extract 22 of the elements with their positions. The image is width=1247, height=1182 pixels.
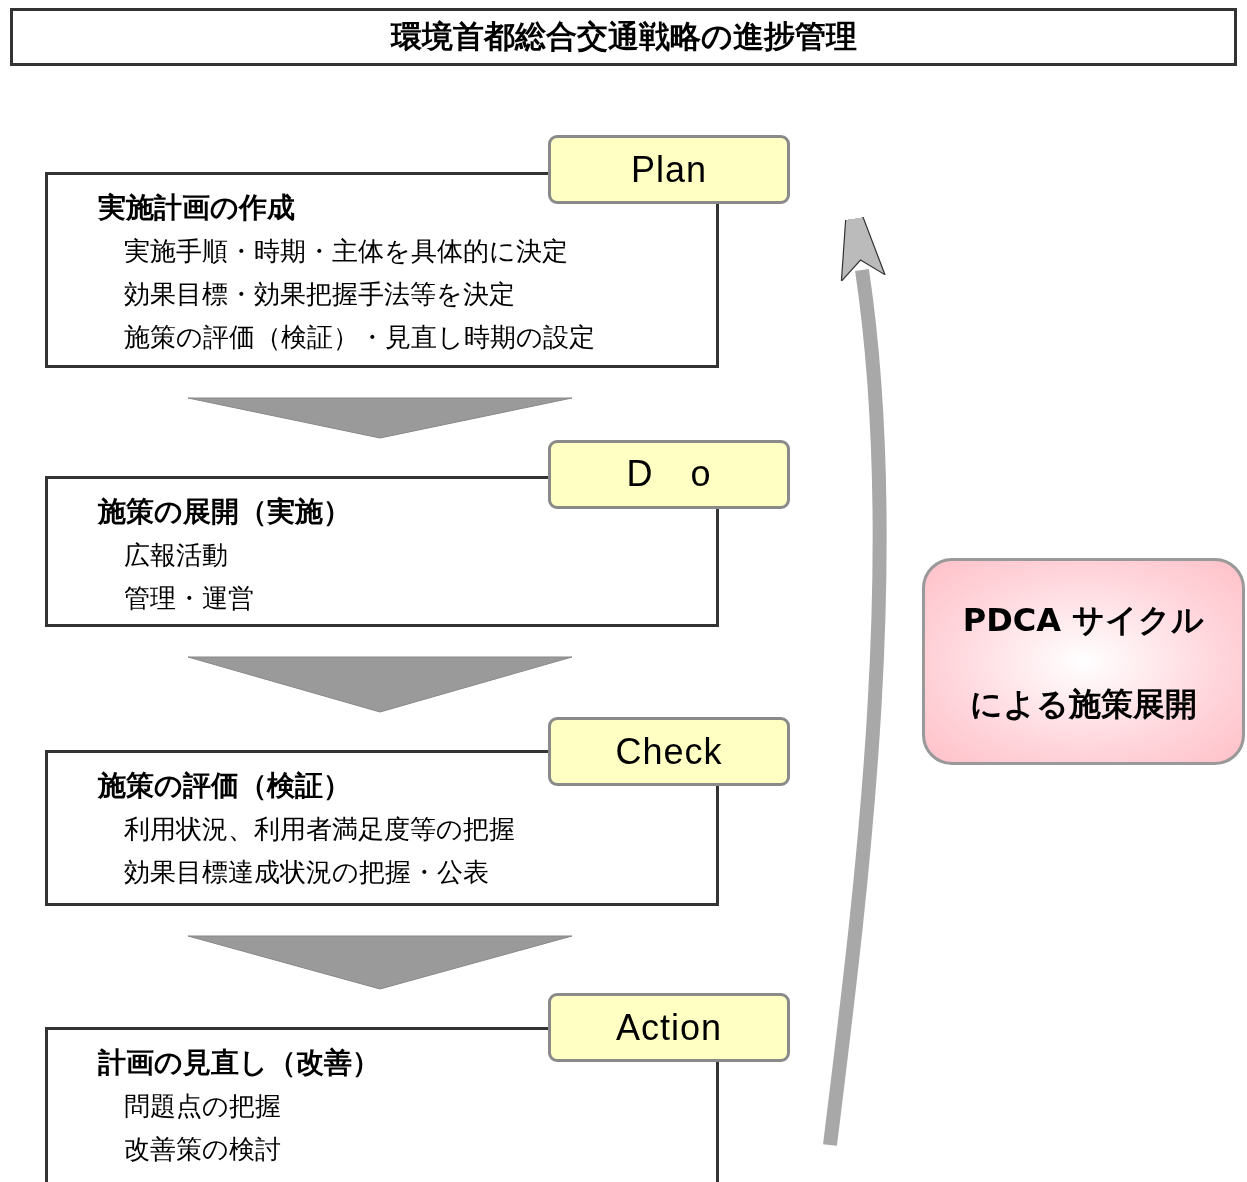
step-item: 広報活動: [124, 539, 228, 572]
step-item: 利用状況、利用者満足度等の把握: [124, 813, 515, 846]
step-item: 実施手順・時期・主体を具体的に決定: [124, 235, 568, 268]
cycle-box: PDCA サイクルによる施策展開: [922, 558, 1245, 765]
step-item: 効果目標・効果把握手法等を決定: [124, 278, 515, 311]
step-item: 管理・運営: [124, 582, 254, 615]
step-heading: 計画の見直し（改善）: [98, 1045, 380, 1081]
step-item: 改善策の検討: [124, 1133, 281, 1166]
step-heading: 施策の展開（実施）: [98, 494, 351, 530]
step-item: 施策の評価（検証）・見直し時期の設定: [124, 321, 595, 354]
phase-tab: Action: [548, 993, 790, 1062]
step-heading: 施策の評価（検証）: [98, 768, 351, 804]
phase-tab: Check: [548, 717, 790, 786]
chevron-arrow: [187, 397, 573, 439]
phase-tab: D o: [548, 440, 790, 509]
step-heading: 実施計画の作成: [98, 190, 295, 226]
chevron-arrow: [187, 656, 573, 713]
chevron-arrow: [187, 935, 573, 990]
title-box: 環境首都総合交通戦略の進捗管理: [10, 8, 1237, 66]
step-item: 問題点の把握: [124, 1090, 281, 1123]
phase-tab: Plan: [548, 135, 790, 204]
step-item: 効果目標達成状況の把握・公表: [124, 856, 489, 889]
